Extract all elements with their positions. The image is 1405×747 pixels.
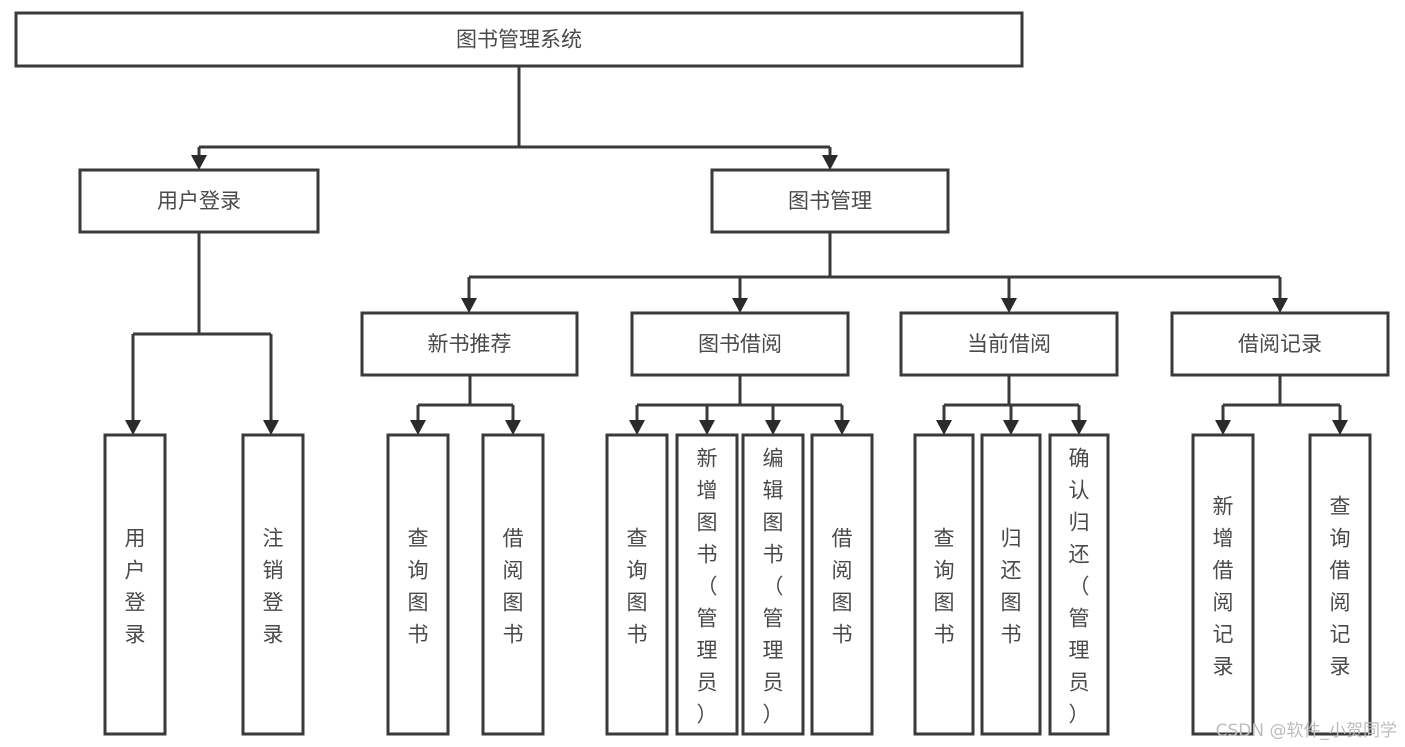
node-label: 新增图书（管理员）	[697, 446, 718, 726]
node-label: 图书借阅	[698, 332, 782, 356]
node-label: 查询图书	[408, 526, 429, 646]
node-box[interactable]	[78, 168, 320, 234]
node-box[interactable]	[741, 433, 805, 736]
book-manage-arrow-2-head	[1001, 298, 1017, 313]
connectors-layer	[125, 66, 1348, 435]
node-box[interactable]	[386, 433, 450, 736]
group-0-arrow-0-head	[410, 420, 426, 435]
root-arrow-0-head	[191, 155, 207, 170]
node-leaf-edit-book[interactable]: 编辑图书（管理员）	[741, 433, 805, 736]
node-current-borrow[interactable]: 当前借阅	[899, 311, 1119, 377]
book-manage-arrow-3-head	[1272, 298, 1288, 313]
node-label: 图书管理系统	[456, 28, 582, 52]
node-leaf-user-logout[interactable]: 注销登录	[241, 433, 305, 736]
node-leaf-confirm-return[interactable]: 确认归还（管理员）	[1048, 433, 1110, 736]
node-label: 当前借阅	[967, 332, 1051, 356]
node-box[interactable]	[899, 311, 1119, 377]
node-label: 查询图书	[627, 526, 648, 646]
node-leaf-add-record[interactable]: 新增借阅记录	[1191, 433, 1255, 736]
node-box[interactable]	[1191, 433, 1255, 736]
node-label: 图书管理	[788, 189, 872, 213]
nodes-layer: 图书管理系统用户登录图书管理新书推荐图书借阅当前借阅借阅记录用户登录注销登录查询…	[14, 11, 1390, 736]
node-leaf-query-book-cb[interactable]: 查询图书	[913, 433, 975, 736]
group-1-arrow-2-head	[765, 420, 781, 435]
book-manage-arrow-1-head	[732, 298, 748, 313]
node-label: 用户登录	[157, 189, 241, 213]
user-login-arrow-1-head	[263, 420, 279, 435]
node-box[interactable]	[710, 168, 950, 234]
node-book-manage[interactable]: 图书管理	[710, 168, 950, 234]
node-box[interactable]	[630, 311, 850, 377]
node-box[interactable]	[1048, 433, 1110, 736]
node-label: 查询图书	[934, 526, 955, 646]
group-2-arrow-0-head	[936, 420, 952, 435]
group-2-arrow-1-head	[1003, 420, 1019, 435]
node-borrow-record[interactable]: 借阅记录	[1170, 311, 1390, 377]
node-leaf-user-login[interactable]: 用户登录	[103, 433, 167, 736]
node-box[interactable]	[810, 433, 874, 736]
node-box[interactable]	[241, 433, 305, 736]
node-box[interactable]	[103, 433, 167, 736]
node-box[interactable]	[1308, 433, 1372, 736]
node-label: 注销登录	[263, 526, 284, 646]
node-label: 编辑图书（管理员）	[763, 446, 784, 726]
node-leaf-query-book-br[interactable]: 查询图书	[605, 433, 669, 736]
node-label: 归还图书	[1001, 526, 1022, 646]
node-box[interactable]	[1170, 311, 1390, 377]
node-new-book-rec[interactable]: 新书推荐	[360, 311, 579, 377]
group-2-arrow-2-head	[1071, 420, 1087, 435]
node-box[interactable]	[481, 433, 545, 736]
node-box[interactable]	[360, 311, 579, 377]
node-leaf-borrow-book-br[interactable]: 借阅图书	[810, 433, 874, 736]
node-leaf-add-book[interactable]: 新增图书（管理员）	[675, 433, 739, 736]
csdn-watermark: CSDN @软件_小贺同学	[1215, 721, 1397, 741]
node-label: 借阅记录	[1238, 332, 1322, 356]
node-user-login[interactable]: 用户登录	[78, 168, 320, 234]
node-label: 用户登录	[125, 526, 146, 646]
group-1-arrow-1-head	[699, 420, 715, 435]
user-login-arrow-0-head	[125, 420, 141, 435]
root-arrow-1-head	[822, 155, 838, 170]
node-box[interactable]	[980, 433, 1042, 736]
node-book-borrow[interactable]: 图书借阅	[630, 311, 850, 377]
node-box[interactable]	[605, 433, 669, 736]
node-leaf-return-book[interactable]: 归还图书	[980, 433, 1042, 736]
node-leaf-query-record[interactable]: 查询借阅记录	[1308, 433, 1372, 736]
node-box[interactable]	[675, 433, 739, 736]
node-label: 借阅图书	[832, 526, 853, 646]
node-root[interactable]: 图书管理系统	[14, 11, 1024, 68]
group-1-arrow-3-head	[834, 420, 850, 435]
group-3-arrow-0-head	[1215, 420, 1231, 435]
node-box[interactable]	[14, 11, 1024, 68]
node-label: 查询借阅记录	[1330, 494, 1351, 678]
node-box[interactable]	[913, 433, 975, 736]
node-leaf-query-book-rec[interactable]: 查询图书	[386, 433, 450, 736]
group-1-arrow-0-head	[629, 420, 645, 435]
node-label: 借阅图书	[503, 526, 524, 646]
group-0-arrow-1-head	[505, 420, 521, 435]
node-leaf-borrow-book-rec[interactable]: 借阅图书	[481, 433, 545, 736]
group-3-arrow-1-head	[1332, 420, 1348, 435]
node-label: 确认归还（管理员）	[1069, 446, 1090, 726]
node-label: 新增借阅记录	[1213, 494, 1234, 678]
node-label: 新书推荐	[428, 332, 512, 356]
book-manage-arrow-0-head	[461, 298, 477, 313]
